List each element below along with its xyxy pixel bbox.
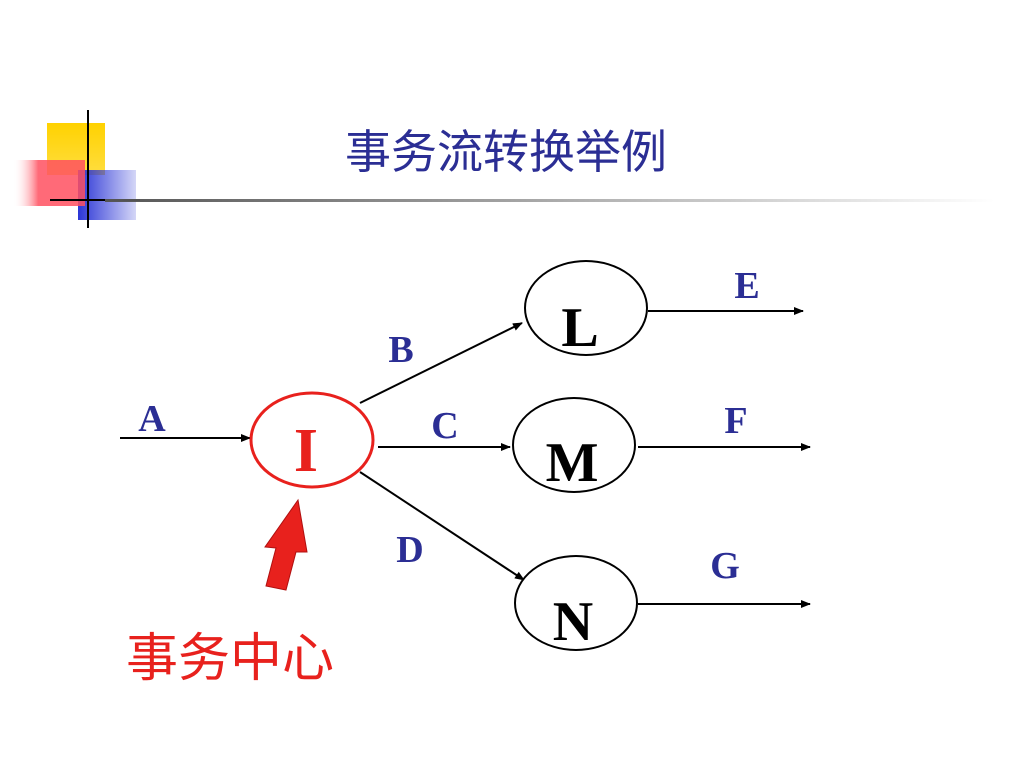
edge-label-c: C (431, 405, 458, 447)
edge-label-f: F (724, 400, 747, 442)
node-l-circle (524, 260, 648, 356)
node-l-label: L (561, 297, 598, 359)
ornament-red-square (13, 160, 85, 206)
ornament-blue-square (78, 170, 136, 220)
center-pointer-arrow (264, 498, 308, 591)
edge-d-arrow (359, 471, 525, 581)
node-n-label: N (553, 591, 593, 653)
edge-label-b: B (388, 329, 413, 371)
corner-ornament (13, 110, 140, 228)
edge-label-d: D (396, 529, 423, 571)
center-node-label: I (294, 417, 318, 485)
edge-label-e: E (734, 265, 759, 307)
edge-b-arrow (359, 322, 523, 404)
node-m-label: M (546, 432, 599, 494)
node-m-circle (512, 397, 636, 493)
center-node-circle (249, 391, 375, 489)
edge-label-g: G (710, 545, 740, 587)
title-rule (105, 199, 995, 202)
center-caption: 事务中心 (126, 629, 334, 689)
node-n-circle (514, 555, 638, 651)
slide-title: 事务流转换举例 (345, 125, 667, 179)
edge-label-a: A (138, 398, 166, 440)
